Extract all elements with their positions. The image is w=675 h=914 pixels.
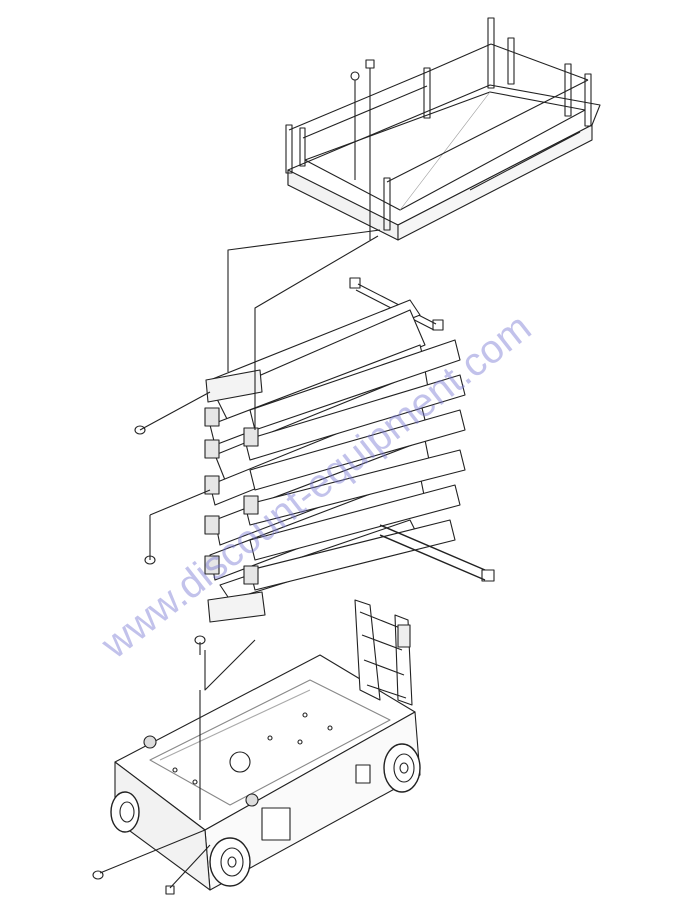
platform-deck xyxy=(285,17,601,241)
wheel-rear-left xyxy=(110,791,140,833)
wheel-front-left xyxy=(209,837,251,887)
ladder xyxy=(354,599,413,706)
wheel-front-right xyxy=(383,743,421,793)
chassis-base xyxy=(92,599,421,895)
scissor-stack xyxy=(134,229,495,655)
